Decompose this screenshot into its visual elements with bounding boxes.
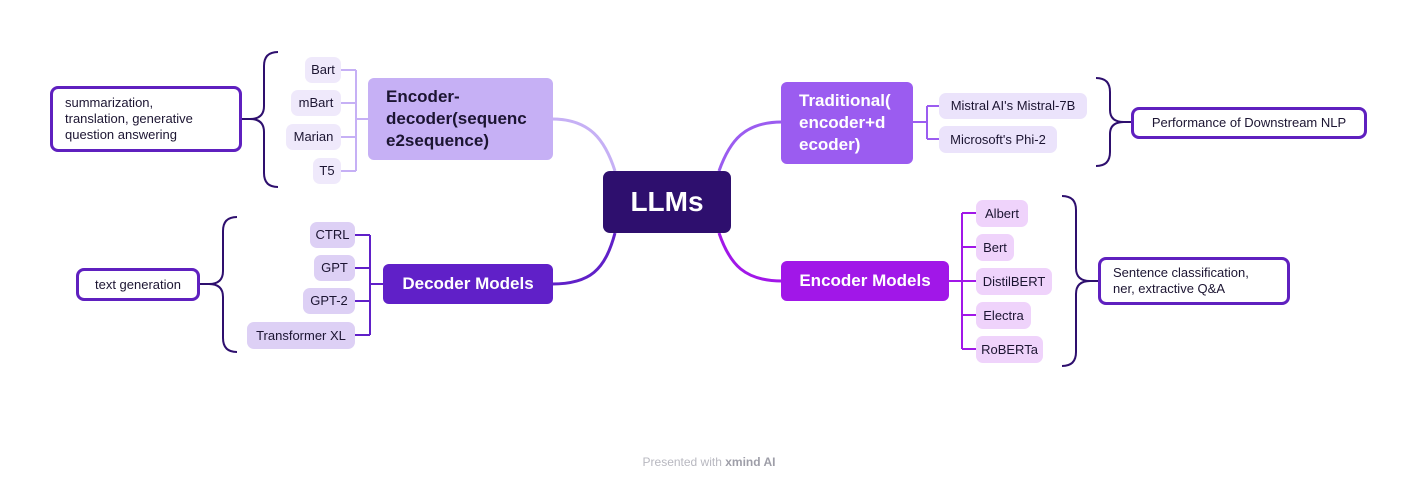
- model-ctrl[interactable]: CTRL: [310, 222, 355, 248]
- summary-line: ner, extractive Q&A: [1113, 281, 1225, 296]
- connector-root-encoder-decoder: [551, 117, 617, 172]
- brace-traditional: [1095, 77, 1125, 167]
- model-phi-2[interactable]: Microsoft's Phi-2: [939, 126, 1057, 153]
- model-gpt-2[interactable]: GPT-2: [303, 288, 355, 314]
- model-marian[interactable]: Marian: [286, 124, 341, 150]
- footer-brand: xmind AI: [725, 455, 776, 469]
- branch-label-line: ecoder): [799, 135, 861, 154]
- model-bert[interactable]: Bert: [976, 234, 1014, 261]
- brace-decoder: [208, 216, 238, 353]
- connector-root-traditional: [717, 120, 783, 172]
- model-mbart[interactable]: mBart: [291, 90, 341, 116]
- branch-encoder[interactable]: Encoder Models: [781, 261, 949, 301]
- branch-label-line: encoder+d: [799, 113, 886, 132]
- summary-line: translation, generative: [65, 111, 193, 126]
- brace-encoder-decoder: [249, 51, 279, 188]
- summary-line: Sentence classification,: [1113, 265, 1249, 280]
- footer-attribution: Presented with xmind AI: [0, 455, 1418, 469]
- brace-encoder: [1061, 195, 1091, 367]
- summary-decoder[interactable]: text generation: [76, 268, 200, 301]
- footer-prefix: Presented with: [642, 455, 722, 469]
- summary-line: question answering: [65, 127, 178, 142]
- summary-encoder-decoder[interactable]: summarization, translation, generative q…: [50, 86, 242, 152]
- branch-encoder-decoder[interactable]: Encoder- decoder(sequenc e2sequence): [368, 78, 553, 160]
- model-albert[interactable]: Albert: [976, 200, 1028, 227]
- connector-root-decoder: [551, 232, 617, 286]
- branch-traditional[interactable]: Traditional( encoder+d ecoder): [781, 82, 913, 164]
- branch-label-line: e2sequence): [386, 131, 489, 150]
- model-t5[interactable]: T5: [313, 158, 341, 184]
- branch-decoder[interactable]: Decoder Models: [383, 264, 553, 304]
- branch-label-line: Traditional(: [799, 91, 891, 110]
- branch-label-line: Encoder-: [386, 87, 460, 106]
- connector-root-encoder: [717, 232, 783, 283]
- root-topic[interactable]: LLMs: [603, 171, 731, 233]
- model-bart[interactable]: Bart: [305, 57, 341, 83]
- model-transformer-xl[interactable]: Transformer XL: [247, 322, 355, 349]
- model-mistral-7b[interactable]: Mistral AI's Mistral-7B: [939, 93, 1087, 119]
- summary-traditional[interactable]: Performance of Downstream NLP: [1131, 107, 1367, 139]
- model-distilbert[interactable]: DistilBERT: [976, 268, 1052, 295]
- model-electra[interactable]: Electra: [976, 302, 1031, 329]
- model-roberta[interactable]: RoBERTa: [976, 336, 1043, 363]
- model-gpt[interactable]: GPT: [314, 255, 355, 281]
- summary-line: summarization,: [65, 95, 154, 110]
- branch-label-line: decoder(sequenc: [386, 109, 527, 128]
- summary-encoder[interactable]: Sentence classification, ner, extractive…: [1098, 257, 1290, 305]
